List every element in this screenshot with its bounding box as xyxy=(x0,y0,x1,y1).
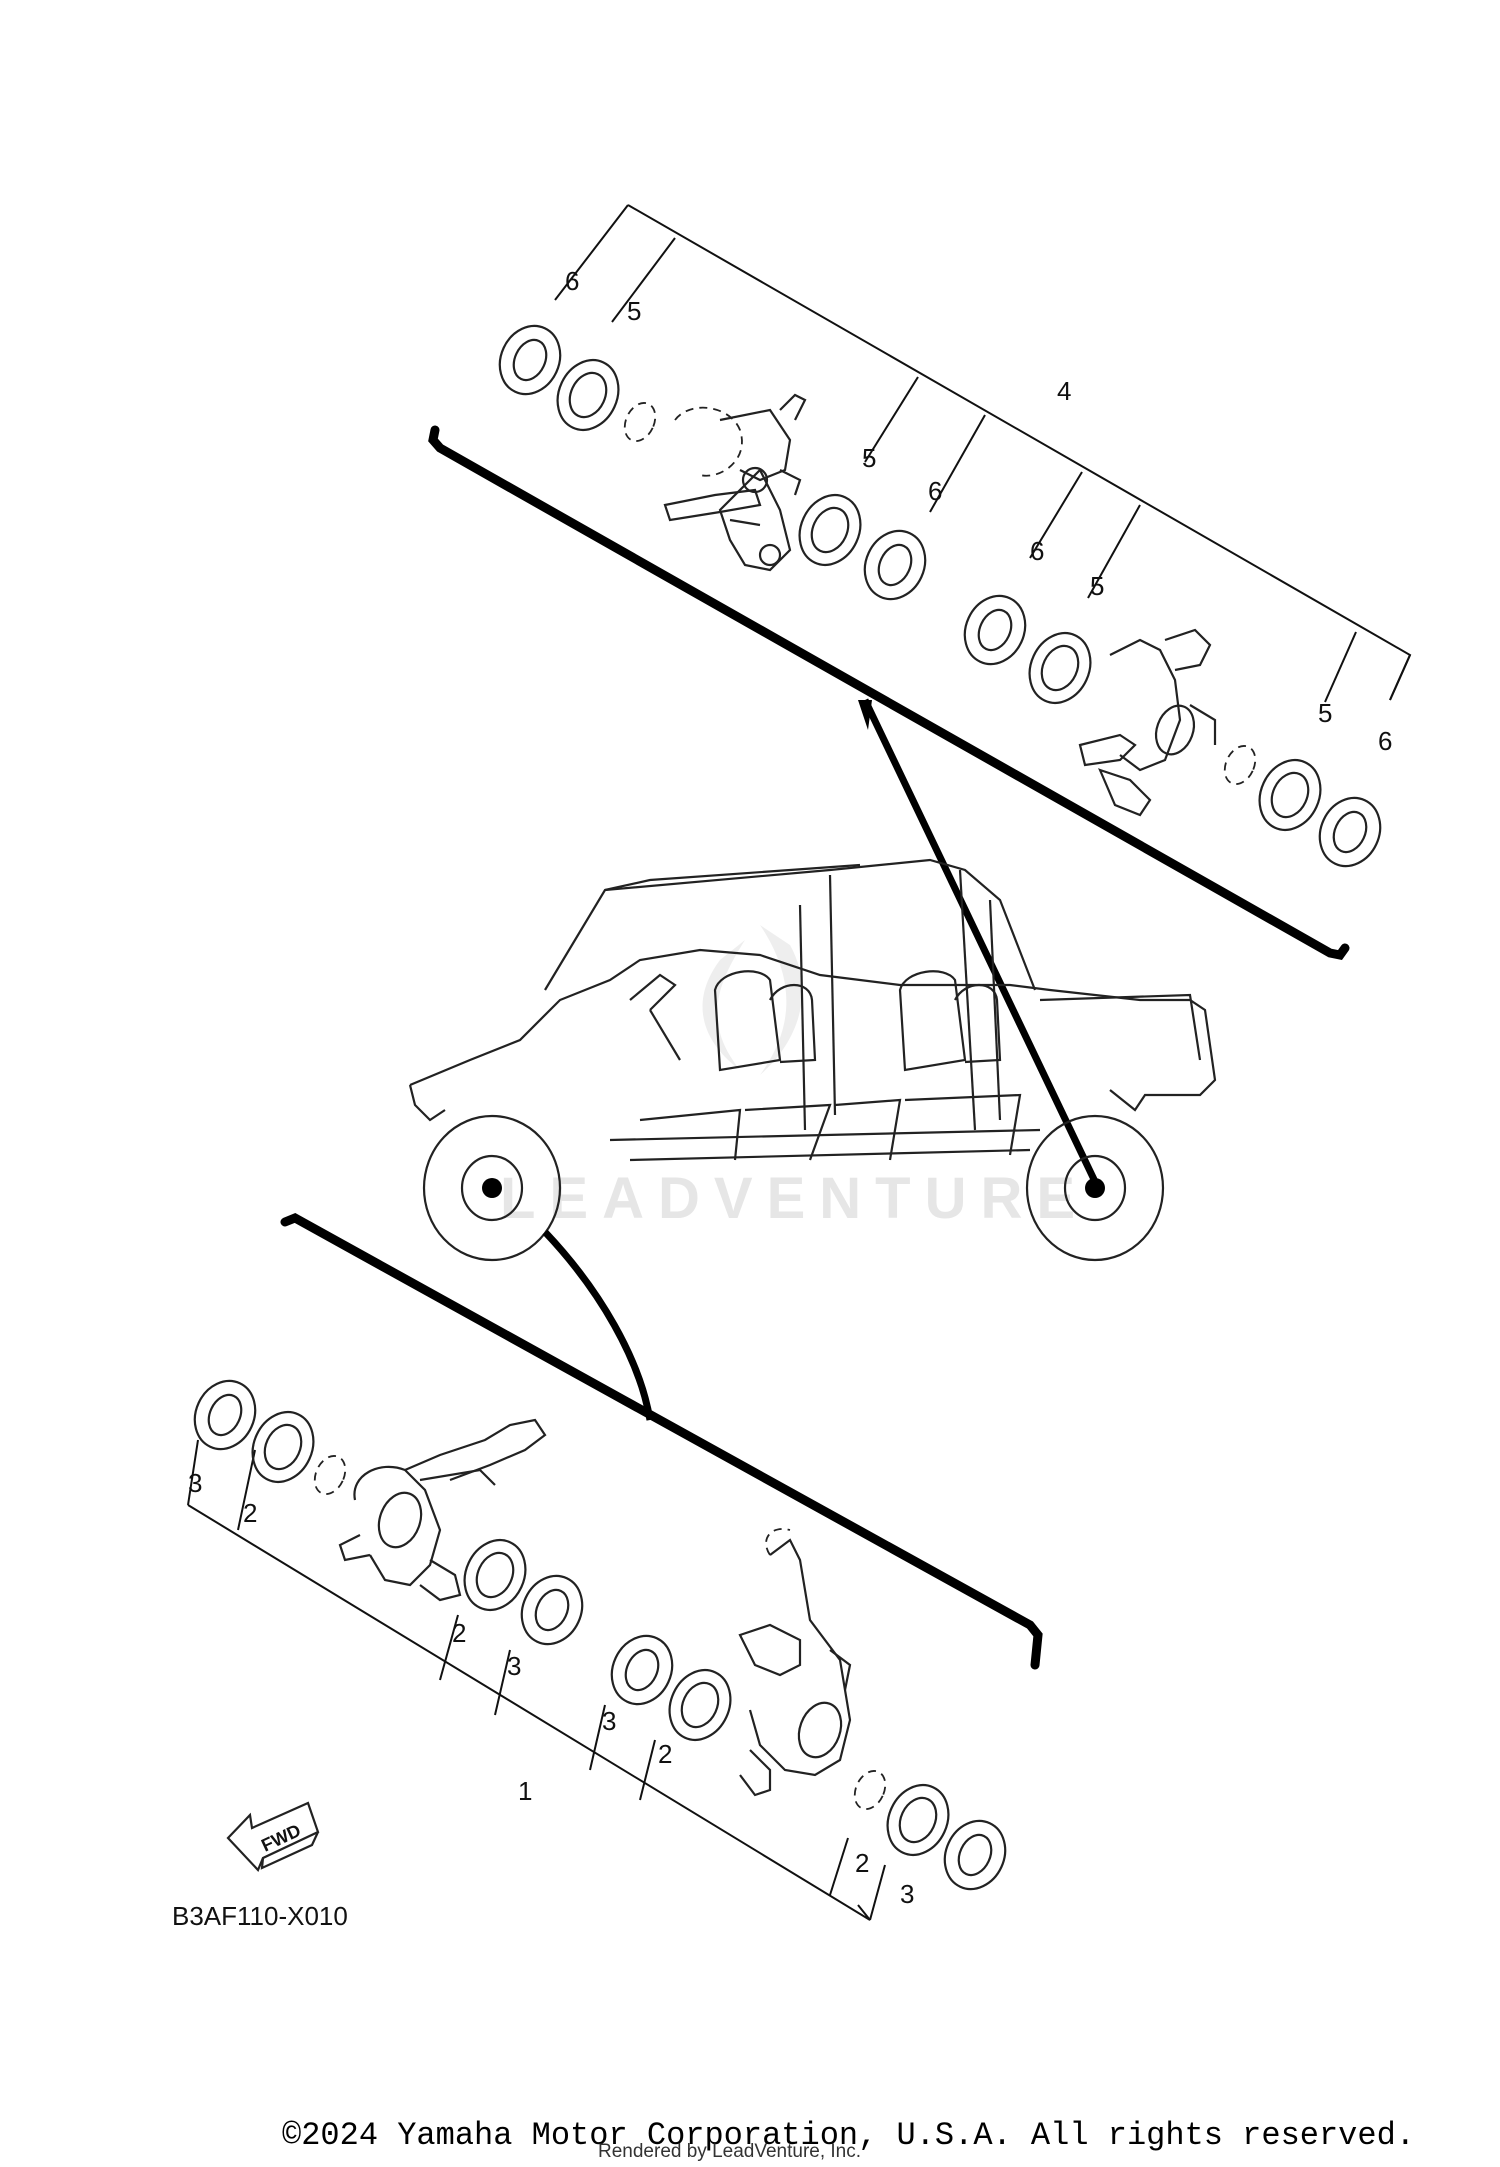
bearing xyxy=(668,1669,732,1741)
rendered-by-credit: Rendered by LeadVenture, Inc. xyxy=(598,2141,862,2162)
side-by-side-vehicle xyxy=(408,858,1217,1262)
bearing xyxy=(798,494,862,566)
bearing xyxy=(1258,759,1322,831)
callout-2: 2 xyxy=(855,1848,869,1878)
oil-seal xyxy=(963,594,1027,666)
callout-2: 2 xyxy=(658,1739,672,1769)
drawing-code: B3AF110-X010 xyxy=(172,1901,348,1931)
bearing xyxy=(251,1411,315,1483)
rear-knuckle-right xyxy=(1078,628,1217,817)
bearing xyxy=(886,1784,950,1856)
callout-6: 6 xyxy=(1030,536,1044,566)
callout-6: 6 xyxy=(565,266,579,296)
callout-5: 5 xyxy=(862,443,876,473)
callout-2: 2 xyxy=(452,1618,466,1648)
callout-5: 5 xyxy=(627,296,641,326)
callout-5: 5 xyxy=(1090,571,1104,601)
oil-seal xyxy=(1318,796,1382,868)
bearing xyxy=(1028,632,1092,704)
front-knuckle-right xyxy=(738,1528,852,1797)
front-wheel xyxy=(422,1114,562,1262)
watermark-text: LEADVENTURE xyxy=(500,1166,1089,1231)
pointer-rear xyxy=(861,698,1104,1194)
spacer xyxy=(853,1770,887,1810)
oil-seal xyxy=(943,1819,1007,1891)
oil-seal xyxy=(498,324,562,396)
copyright-notice: ©2024 Yamaha Motor Corporation, U.S.A. A… xyxy=(282,2117,1415,2154)
oil-seal xyxy=(520,1574,584,1646)
callout-2: 2 xyxy=(243,1498,257,1528)
spacer xyxy=(313,1455,347,1495)
front-knuckle-left xyxy=(338,1418,547,1602)
watermark: LEADVENTURE xyxy=(500,925,1089,1231)
spacer xyxy=(1223,745,1257,785)
spacer xyxy=(623,402,657,442)
oil-seal xyxy=(863,529,927,601)
bearing xyxy=(556,359,620,431)
callout-1-assembly: 1 xyxy=(518,1776,532,1806)
oil-seal xyxy=(193,1379,257,1451)
callout-5: 5 xyxy=(1318,698,1332,728)
pointer-rear-head xyxy=(858,700,872,730)
pointer-front xyxy=(542,1229,654,1421)
callout-6: 6 xyxy=(1378,726,1392,756)
rear-wheel xyxy=(1025,1114,1165,1262)
rear-knuckle-group: 6 5 4 5 6 6 5 5 6 xyxy=(428,204,1412,960)
fwd-arrow-icon: FWD xyxy=(226,1801,320,1872)
rear-knuckle-left xyxy=(663,393,807,572)
callout-3: 3 xyxy=(507,1651,521,1681)
callout-4-assembly: 4 xyxy=(1057,376,1071,406)
callout-3: 3 xyxy=(188,1468,202,1498)
oil-seal xyxy=(610,1634,674,1706)
bearing xyxy=(463,1539,527,1611)
front-knuckle-group: 3 2 2 3 3 2 1 2 3 xyxy=(187,1213,1043,1921)
callout-3: 3 xyxy=(900,1879,914,1909)
callout-3: 3 xyxy=(602,1706,616,1736)
callout-6: 6 xyxy=(928,476,942,506)
